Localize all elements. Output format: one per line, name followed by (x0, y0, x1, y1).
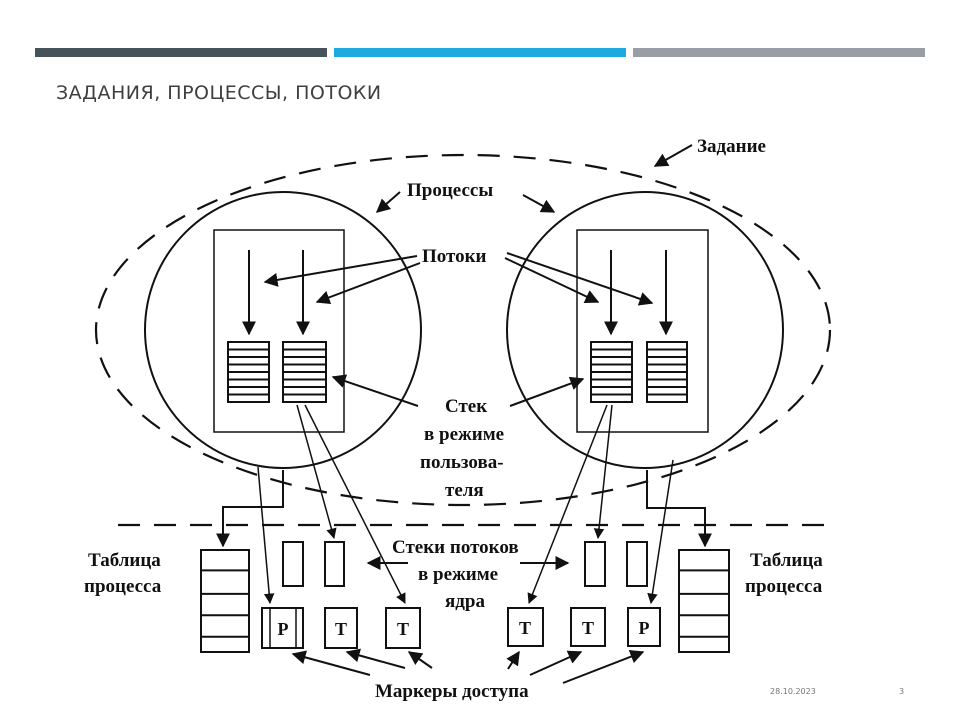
threads-pointer (506, 252, 654, 306)
process-space-right (576, 229, 709, 433)
svg-text:T: T (519, 618, 531, 638)
footer-date: 28.10.2023 (770, 687, 816, 696)
user-stack-label-line: в режиме (424, 424, 504, 445)
threads-pointer (315, 262, 421, 305)
user-mode-stack (590, 341, 633, 403)
threads-pointer (504, 257, 600, 303)
process-table-label-right: Таблица (750, 550, 823, 571)
process-table-frame (678, 549, 730, 653)
svg-text:T: T (582, 618, 594, 638)
stack-link (257, 466, 275, 605)
job-boundary (94, 153, 832, 507)
user-stack-label-line: Стек (445, 396, 487, 417)
access-token-right-t2: T (570, 607, 606, 647)
slide-title: ЗАДАНИЯ, ПРОЦЕССЫ, ПОТОКИ (56, 82, 382, 104)
processes-pointer-right (522, 194, 556, 213)
user-stack-pointer (331, 374, 419, 407)
process-circle-left (144, 191, 422, 469)
access-tokens-label: Маркеры доступа (375, 681, 529, 702)
process-space-left (213, 229, 345, 433)
svg-text:T: T (397, 619, 409, 639)
access-token-pointer (345, 648, 406, 669)
access-token-pointer (407, 651, 433, 669)
user-stack-label-line: пользова- (420, 452, 504, 473)
kernel-stack (626, 541, 648, 587)
header-bar-dark (35, 48, 327, 57)
access-token-left-t1: T (324, 607, 358, 649)
user-mode-stack (282, 341, 327, 403)
stack-link (647, 459, 674, 605)
process-circle-right (506, 191, 784, 469)
processes-pointer-left (375, 191, 401, 213)
access-token-pointer (562, 650, 645, 684)
access-token-left-p: P (261, 607, 304, 649)
user-stack-label-line: теля (445, 480, 484, 501)
kernel-stack (584, 541, 606, 587)
header-bar-blue (334, 48, 626, 57)
stack-link (527, 404, 608, 604)
access-token-pointer (291, 650, 371, 676)
header-bar-gray (633, 48, 925, 57)
kernel-stack (324, 541, 345, 587)
threads-label: Потоки (422, 246, 487, 267)
process-table-label-right: процесса (745, 576, 823, 597)
job-label: Задание (697, 136, 766, 157)
process-table-link-left (216, 470, 284, 548)
process-table-label-left: процесса (84, 576, 162, 597)
threads-pointer (263, 255, 418, 287)
stack-link (296, 404, 337, 540)
job-pointer-arrow (653, 144, 693, 167)
stack-link (593, 404, 613, 540)
process-table-label-left: Таблица (88, 550, 161, 571)
stack-link (304, 404, 406, 604)
process-table-right (678, 549, 730, 653)
process-table-left (200, 549, 250, 653)
access-token-right-p: P (627, 607, 661, 647)
svg-text:T: T (335, 619, 347, 639)
process-table-link-right (646, 470, 712, 548)
svg-text:P: P (639, 618, 650, 638)
access-token-pointer (529, 650, 583, 676)
access-token-left-t2: T (385, 607, 421, 649)
kernel-stacks-label-line: в режиме (418, 564, 498, 585)
kernel-stacks-label-line: Стеки потоков (392, 537, 519, 558)
user-mode-stack (646, 341, 688, 403)
user-mode-stacks (227, 341, 688, 403)
svg-text:P: P (278, 619, 289, 639)
access-token-pointer (506, 650, 520, 670)
kernel-stack (282, 541, 304, 587)
process-table-frame (200, 549, 250, 653)
user-mode-stack (227, 341, 270, 403)
page-number: 3 (899, 687, 905, 696)
processes-label: Процессы (407, 180, 493, 201)
user-stack-pointer (509, 376, 585, 407)
access-token-right-t1: T (507, 607, 544, 647)
kernel-stacks-label-line: ядра (445, 591, 485, 612)
